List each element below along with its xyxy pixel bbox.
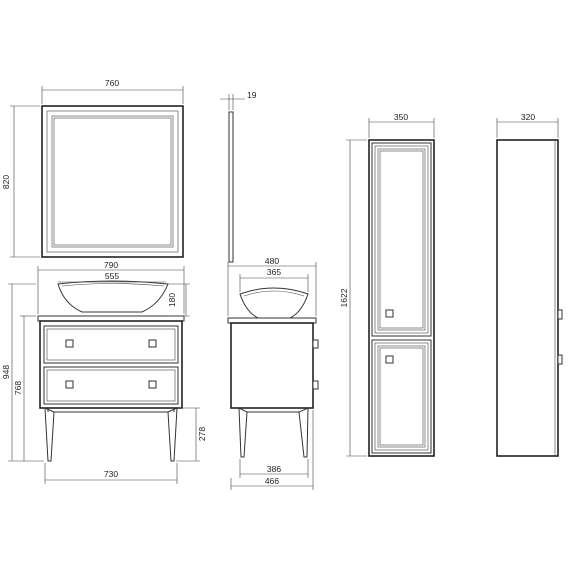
sink-bowl-front [57,280,169,313]
leg-span-front-dimension: 730 [44,463,178,484]
side-depth-dimension: 480 [227,256,317,316]
drawer-knob-icon [65,339,74,348]
leg-span-side-label: 386 [267,464,281,474]
vanity-top-width-label: 790 [104,260,118,270]
sink-bowl-side [239,287,309,319]
column-knob-icon [385,309,394,318]
mirror-width-dimension: 760 [41,78,184,104]
mirror-width-label: 760 [105,78,119,88]
column-side-handle-icon [557,309,563,320]
mirror-front-view [41,105,184,258]
column-height-dimension: 1622 [339,139,367,457]
side-depth-label: 480 [265,256,279,266]
side-total-depth-label: 466 [265,476,279,486]
column-depth-dimension: 320 [496,112,559,138]
mirror-depth-label: 19 [247,90,257,100]
total-height-label: 948 [1,365,11,379]
sink-width-label: 555 [105,271,119,281]
total-height-dimension: 948 [1,283,44,462]
vanity-front-view [37,280,185,462]
leg-span-front-label: 730 [104,469,118,479]
sink-depth-dimension: 365 [239,267,309,292]
column-width-dimension: 350 [368,112,435,138]
vanity-side-view [227,287,319,458]
column-front-view [368,139,435,457]
mirror-depth-dimension: 19 [220,90,257,110]
cabinet-height-dimension: 768 [13,315,36,461]
column-knob-icon [385,355,394,364]
column-side-handle-icon [557,354,563,365]
column-width-label: 350 [394,112,408,122]
leg-height-label: 278 [197,427,207,441]
leg-span-side-dimension: 386 [239,459,309,478]
mirror-side-view [228,111,234,263]
sink-width-dimension: 555 [58,271,166,283]
sink-depth-label: 365 [267,267,281,277]
leg-height-dimension: 278 [176,407,207,462]
side-total-depth-dimension: 466 [230,410,314,490]
drawer-knob-icon [65,380,74,389]
column-height-label: 1622 [339,288,349,307]
side-handle-icon [312,339,319,349]
mirror-height-dimension: 820 [1,105,40,258]
column-depth-label: 320 [521,112,535,122]
sink-height-label: 180 [167,293,177,307]
mirror-height-label: 820 [1,175,11,189]
cabinet-height-label: 768 [13,381,23,395]
side-handle-icon [312,380,319,390]
drawer-knob-icon [148,339,157,348]
vanity-top-width-dimension: 790 [37,260,185,314]
sink-height-dimension: 180 [167,283,190,317]
drawer-knob-icon [148,380,157,389]
column-side-view [496,139,563,457]
